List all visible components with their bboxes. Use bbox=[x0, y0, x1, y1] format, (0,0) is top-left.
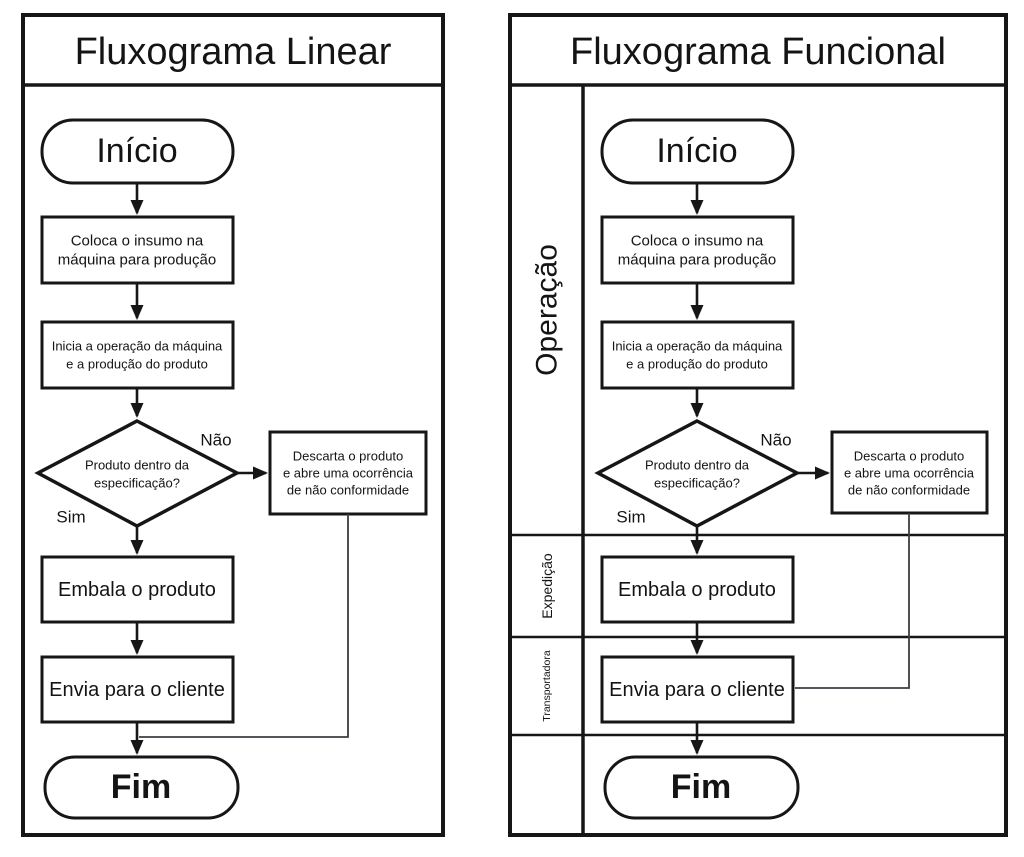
lane-label-operacao: Operação bbox=[531, 244, 564, 376]
functional-step-insumo-line2: máquina para produção bbox=[618, 252, 776, 269]
linear-end-label: Fim bbox=[111, 768, 171, 806]
linear-end-terminator bbox=[43, 755, 240, 820]
linear-step-embala-label: Embala o produto bbox=[58, 579, 216, 601]
linear-step-operacao-line2: e a produção do produto bbox=[66, 357, 208, 372]
functional-step-operacao-line2: e a produção do produto bbox=[626, 357, 768, 372]
linear-decision-line1: Produto dentro da bbox=[85, 458, 190, 473]
functional-end-label: Fim bbox=[671, 768, 731, 806]
functional-decision-line1: Produto dentro da bbox=[645, 458, 750, 473]
linear-start-label: Início bbox=[96, 132, 177, 170]
functional-step-envia-label: Envia para o cliente bbox=[609, 679, 785, 701]
linear-title: Fluxograma Linear bbox=[75, 31, 392, 73]
linear-reject-line2: e abre uma ocorrência bbox=[283, 466, 414, 481]
functional-step-insumo bbox=[600, 215, 795, 285]
lane-label-expedicao: Expedição bbox=[539, 553, 555, 619]
linear-reject-feedback-line bbox=[139, 514, 349, 738]
linear-flowchart: Fluxograma Linear Início Coloca o insumo… bbox=[21, 13, 445, 837]
linear-branch-yes-label: Sim bbox=[56, 508, 85, 527]
functional-step-embala-label: Embala o produto bbox=[618, 579, 776, 601]
functional-title: Fluxograma Funcional bbox=[570, 31, 946, 73]
functional-reject-line3: de não conformidade bbox=[848, 483, 970, 498]
functional-step-operacao-line1: Inicia a operação da máquina bbox=[612, 339, 783, 354]
functional-step-envia bbox=[600, 655, 795, 724]
functional-branch-no-label: Não bbox=[760, 431, 791, 450]
linear-step-insumo-line1: Coloca o insumo na bbox=[71, 233, 204, 250]
linear-step-insumo bbox=[40, 215, 235, 285]
linear-reject-line1: Descarta o produto bbox=[293, 449, 404, 464]
functional-end-terminator bbox=[603, 755, 800, 820]
linear-reject-box bbox=[268, 430, 428, 516]
functional-step-insumo-line1: Coloca o insumo na bbox=[631, 233, 764, 250]
functional-reject-feedback-line bbox=[795, 513, 910, 689]
linear-reject-line3: de não conformidade bbox=[287, 483, 409, 498]
functional-reject-line1: Descarta o produto bbox=[854, 449, 965, 464]
linear-step-operacao bbox=[40, 320, 235, 390]
linear-branch-no-label: Não bbox=[200, 431, 231, 450]
linear-step-envia-label: Envia para o cliente bbox=[49, 679, 225, 701]
functional-reject-box bbox=[830, 430, 989, 515]
functional-start-label: Início bbox=[656, 132, 737, 170]
lane-label-transportadora: Transportadora bbox=[541, 650, 553, 722]
functional-branch-yes-label: Sim bbox=[616, 508, 645, 527]
functional-decision-line2: especificação? bbox=[654, 476, 740, 491]
functional-flowchart: Fluxograma Funcional Operação Expedição … bbox=[508, 13, 1008, 837]
linear-decision-line2: especificação? bbox=[94, 476, 180, 491]
linear-step-insumo-line2: máquina para produção bbox=[58, 252, 216, 269]
functional-reject-line2: e abre uma ocorrência bbox=[844, 466, 975, 481]
linear-step-operacao-line1: Inicia a operação da máquina bbox=[52, 339, 223, 354]
functional-step-operacao bbox=[600, 320, 795, 390]
